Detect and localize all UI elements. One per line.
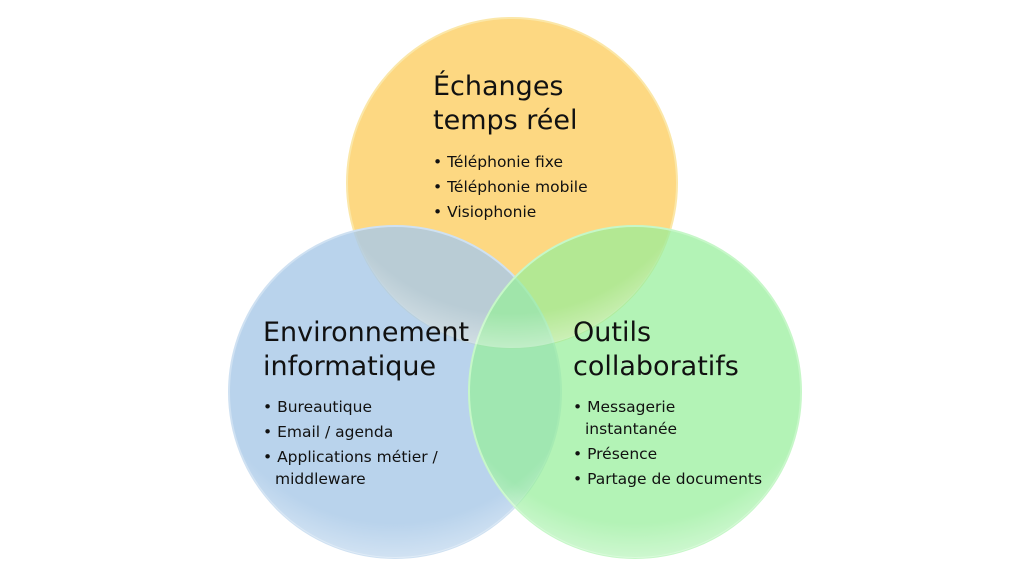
list-item: Téléphonie fixe	[433, 150, 588, 175]
outils-title: Outils collaboratifs	[573, 316, 773, 384]
outils-block: Outils collaboratifs Messagerie instanta…	[573, 316, 773, 493]
list-item: Partage de documents	[573, 468, 773, 490]
title-line: informatique	[263, 351, 437, 382]
list-item: Bureautique	[263, 396, 463, 418]
list-item: Messagerie instantanée	[573, 396, 705, 440]
title-line: Environnement	[263, 317, 470, 348]
environnement-block: Environnement informatique Bureautique E…	[263, 316, 470, 493]
title-line: temps réel	[433, 105, 578, 136]
list-item: Présence	[573, 443, 773, 465]
title-line: Outils	[573, 317, 652, 348]
environnement-title: Environnement informatique	[263, 316, 470, 384]
outils-list: Messagerie instantanée Présence Partage …	[573, 396, 773, 490]
echanges-title: Échanges temps réel	[433, 70, 588, 138]
list-item: Téléphonie mobile	[433, 175, 588, 200]
echanges-block: Échanges temps réel Téléphonie fixe Télé…	[433, 70, 588, 225]
list-item: Applications métier / middleware	[263, 446, 463, 490]
list-item: Email / agenda	[263, 421, 463, 443]
list-item: Visiophonie	[433, 200, 588, 225]
title-line: Échanges	[433, 71, 564, 102]
echanges-list: Téléphonie fixe Téléphonie mobile Visiop…	[433, 150, 588, 225]
title-line: collaboratifs	[573, 351, 739, 382]
environnement-list: Bureautique Email / agenda Applications …	[263, 396, 463, 490]
